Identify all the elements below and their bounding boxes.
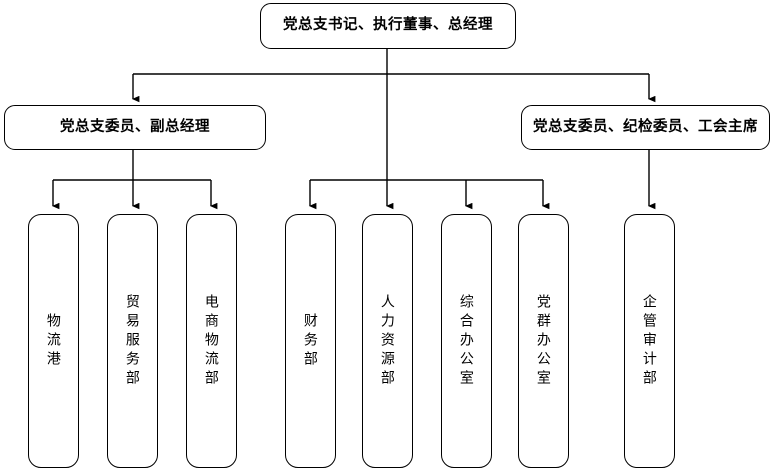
node-discipline-union-label: 党总支委员、纪检委员、工会主席 [533, 118, 758, 135]
node-deputy-gm-label: 党总支委员、副总经理 [60, 118, 210, 135]
node-logistics-port-label: 物流港 [45, 312, 62, 370]
node-party-mass-office[interactable]: 党群办公室 [518, 214, 569, 468]
node-logistics-port[interactable]: 物流港 [28, 214, 79, 468]
node-top-leader-label: 党总支书记、执行董事、总经理 [283, 17, 493, 34]
node-general-office[interactable]: 综合办公室 [441, 214, 492, 468]
node-finance-label: 财务部 [302, 312, 319, 370]
node-trade-service[interactable]: 贸易服务部 [107, 214, 158, 468]
node-audit-management-label: 企管审计部 [641, 293, 658, 389]
node-human-resources[interactable]: 人力资源部 [362, 214, 413, 468]
node-ecommerce-logistics[interactable]: 电商物流部 [186, 214, 237, 468]
node-trade-service-label: 贸易服务部 [124, 293, 141, 389]
node-deputy-gm[interactable]: 党总支委员、副总经理 [4, 105, 266, 150]
node-party-mass-office-label: 党群办公室 [535, 293, 552, 389]
node-ecommerce-logistics-label: 电商物流部 [203, 293, 220, 389]
node-top-leader[interactable]: 党总支书记、执行董事、总经理 [260, 3, 516, 49]
node-discipline-union[interactable]: 党总支委员、纪检委员、工会主席 [521, 105, 770, 150]
node-audit-management[interactable]: 企管审计部 [624, 214, 675, 468]
node-human-resources-label: 人力资源部 [379, 293, 396, 389]
node-general-office-label: 综合办公室 [458, 293, 475, 389]
node-finance[interactable]: 财务部 [285, 214, 336, 468]
